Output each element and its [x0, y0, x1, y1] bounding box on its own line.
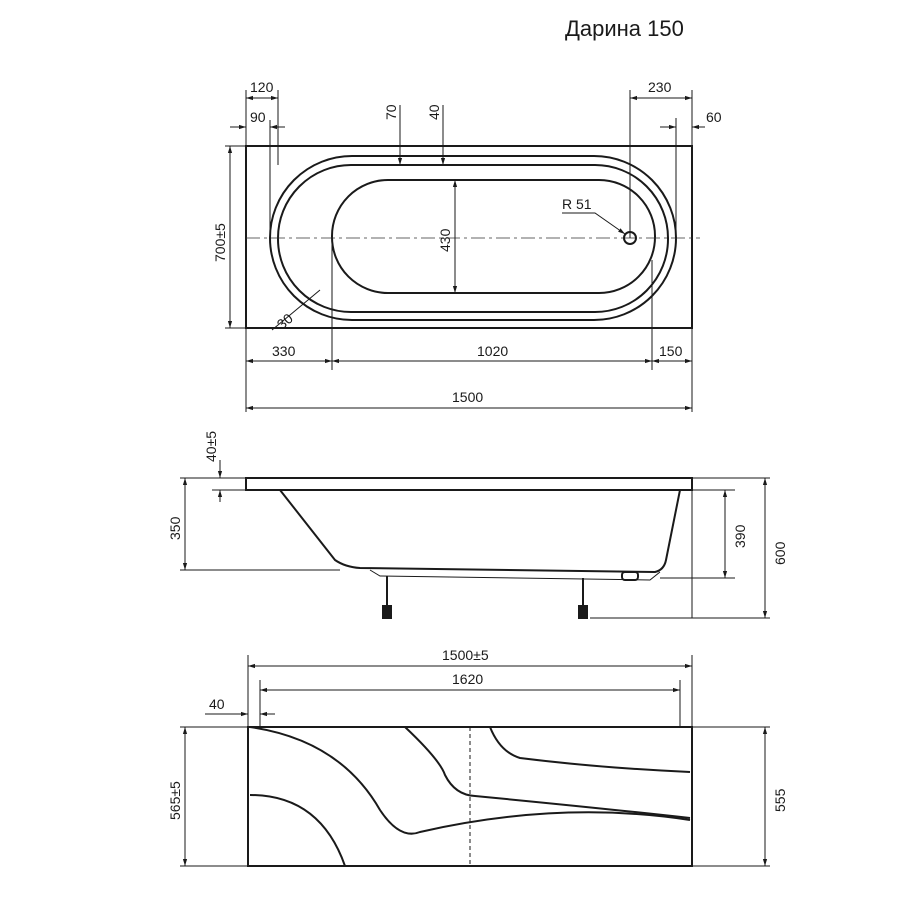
tub-bottom	[331, 179, 656, 294]
dim-390: 390	[732, 524, 748, 548]
dim-555: 555	[772, 788, 788, 812]
dim-700: 700±5	[212, 223, 228, 262]
dim-40-panel: 40	[209, 696, 225, 712]
dim-150: 150	[659, 343, 683, 359]
inner-rim	[277, 164, 669, 313]
dim-70: 70	[383, 104, 399, 120]
dim-230: 230	[648, 79, 672, 95]
tub-outline-top	[245, 145, 693, 329]
dim-330: 330	[272, 343, 296, 359]
dim-40-top: 40	[426, 104, 442, 120]
leg-left	[382, 576, 392, 619]
dim-r51: R 51	[562, 196, 592, 212]
dim-1500-panel: 1500±5	[442, 647, 489, 663]
tub-rim-side	[245, 477, 693, 491]
front-panel-view: 1500±5 1620 40 565±5 555	[167, 647, 788, 867]
dim-1620: 1620	[452, 671, 483, 687]
dim-1500: 1500	[452, 389, 483, 405]
dim-350: 350	[167, 516, 183, 540]
dim-120: 120	[250, 79, 274, 95]
tub-body-side	[279, 489, 681, 574]
side-view: 40±5 350 390 600	[167, 431, 788, 619]
dim-565: 565±5	[167, 781, 183, 820]
dim-40-side: 40±5	[203, 431, 219, 462]
leg-right	[578, 578, 588, 619]
dim-1020: 1020	[477, 343, 508, 359]
dim-90: 90	[250, 109, 266, 125]
top-view: 120 90 70 40 230 60 R 51 700±5 430 30 33…	[212, 79, 722, 412]
dim-430: 430	[437, 228, 453, 252]
dim-60: 60	[706, 109, 722, 125]
dim-600: 600	[772, 541, 788, 565]
product-title: Дарина 150	[565, 16, 684, 41]
